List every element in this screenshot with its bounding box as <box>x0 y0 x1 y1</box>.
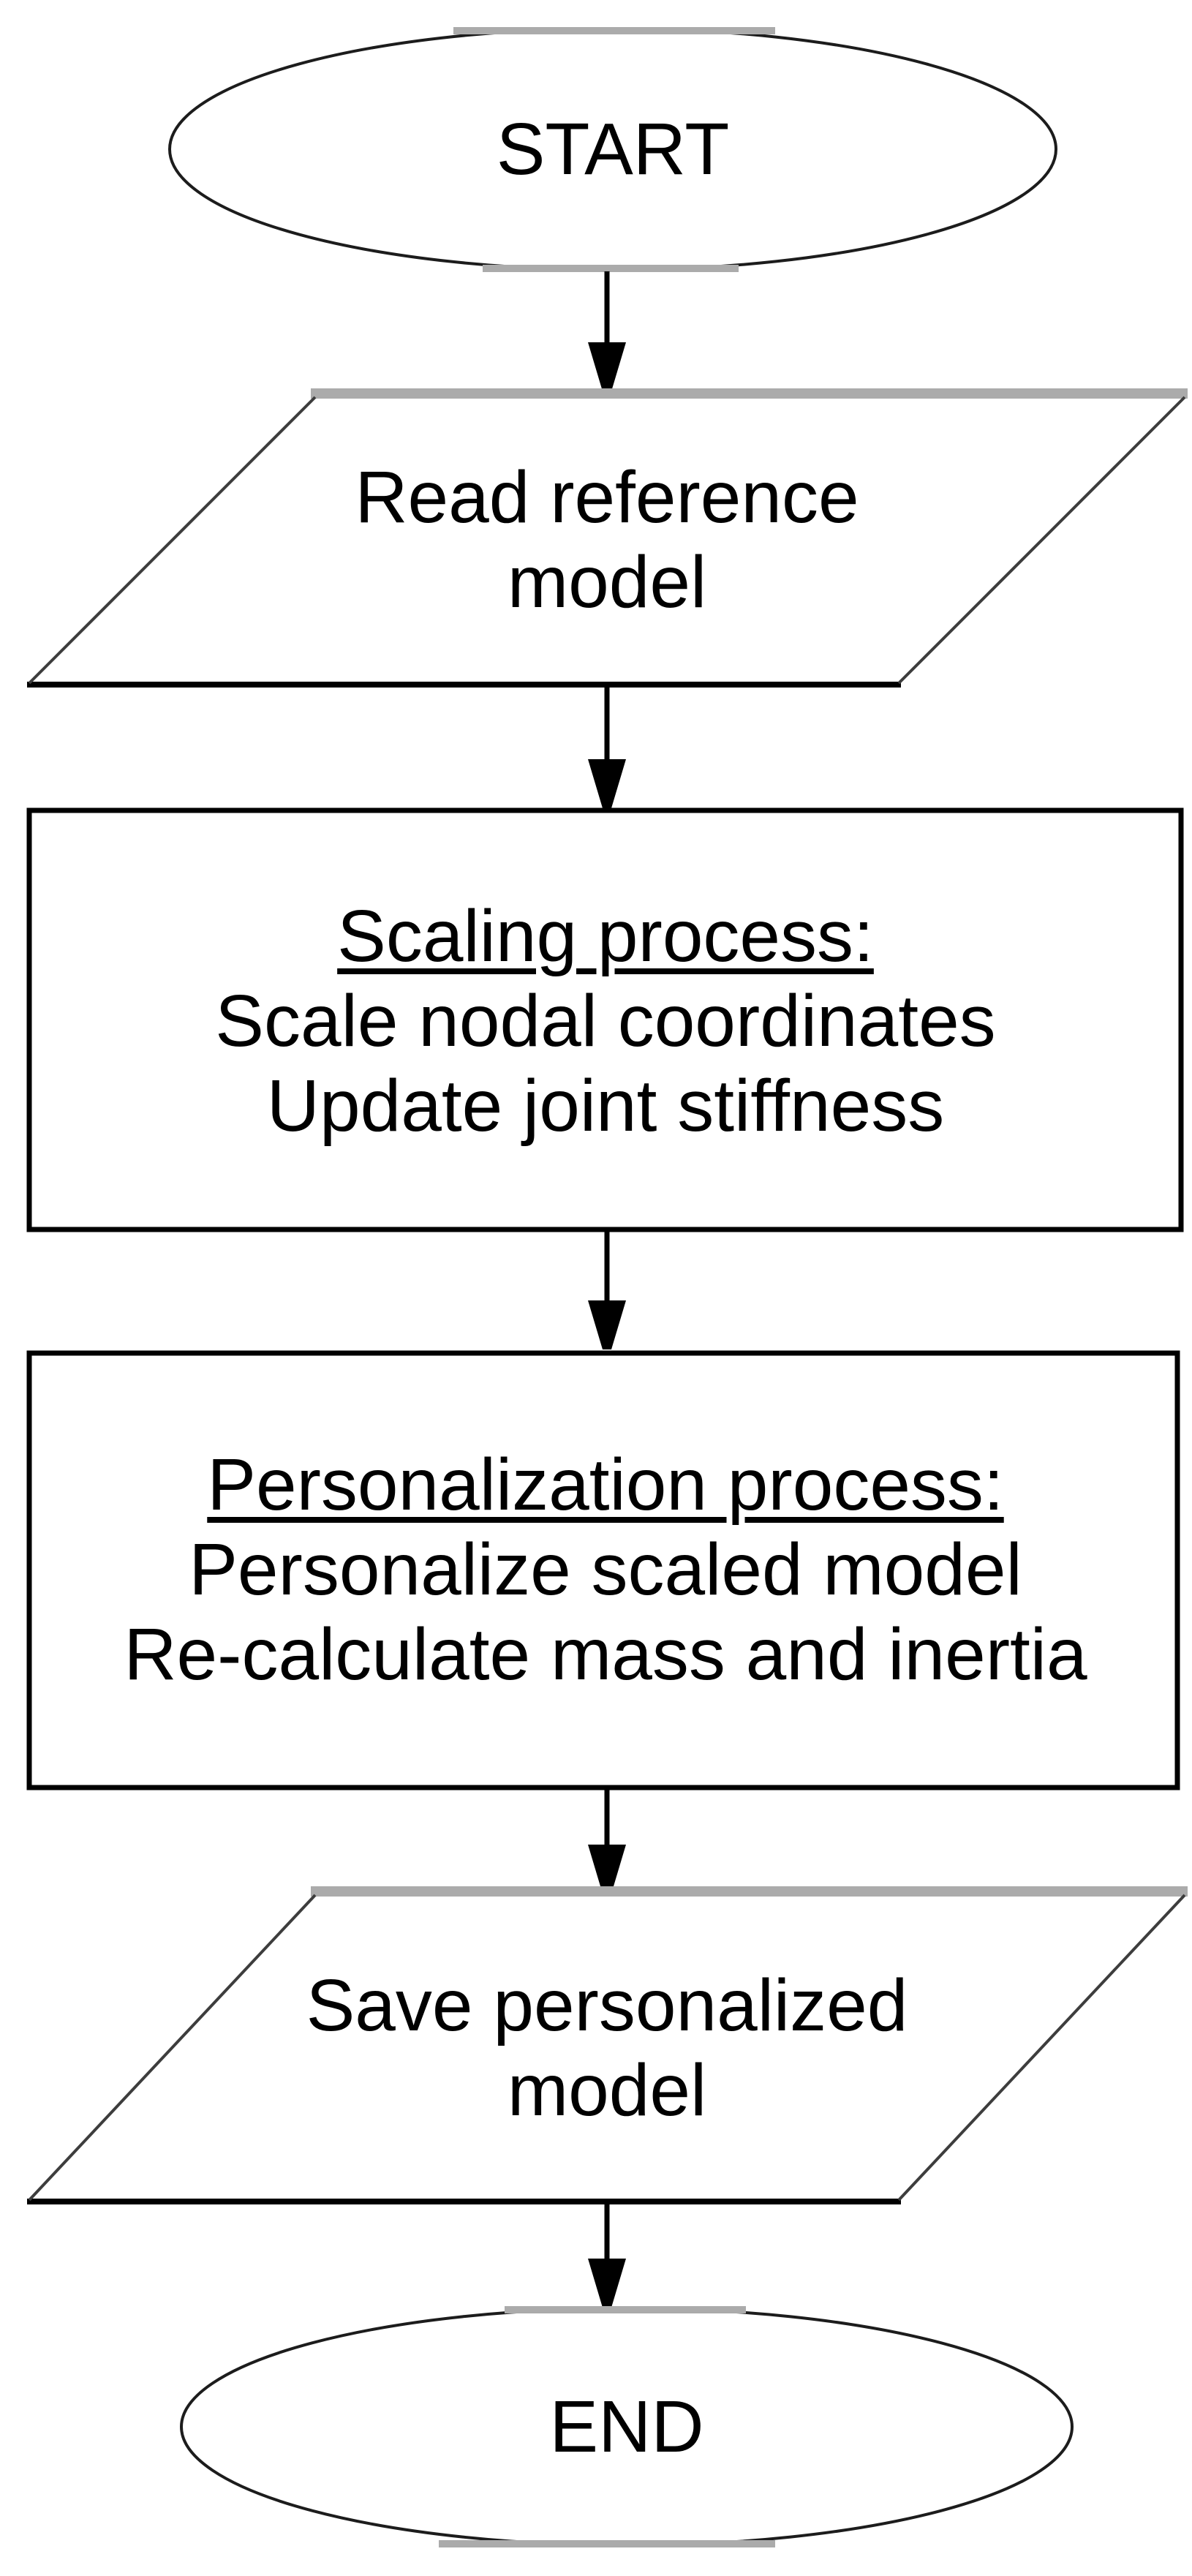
node-label-line: model <box>507 2049 707 2131</box>
end-terminator-shape <box>180 2306 1074 2547</box>
underlined-heading: Personalization process: <box>207 1444 1004 1526</box>
node-label-line: Update joint stiffness <box>266 1065 945 1147</box>
parallelogram-right-edge <box>897 396 1186 685</box>
node-heading-line: Scaling process: <box>20 894 1191 979</box>
arrow-start-to-read <box>588 271 626 391</box>
arrowhead-icon <box>588 342 626 391</box>
arrow-personalization-to-save <box>588 1789 626 1894</box>
io-read-reference-shape <box>27 388 1188 688</box>
arrow-save-to-end <box>588 2202 626 2308</box>
node-label-line: Read reference <box>355 456 859 538</box>
node-label-line: model <box>507 541 707 623</box>
node-label-line: Save personalized <box>306 1965 908 2046</box>
parallelogram-right-edge <box>897 1894 1186 2202</box>
parallelogram-left-edge <box>28 396 317 685</box>
personalization-process-label: Personalization process: Personalize sca… <box>20 1442 1191 1697</box>
save-model-label: Save personalized model <box>22 1963 1192 2133</box>
start-label: START <box>28 107 1192 192</box>
node-label-line: Re-calculate mass and inertia <box>124 1613 1087 1695</box>
arrow-read-to-scaling <box>588 686 626 808</box>
arrowhead-icon <box>588 2259 626 2308</box>
process-scaling-shape <box>26 807 1184 1232</box>
node-label-line: END <box>549 2386 704 2468</box>
node-label-line: START <box>496 108 730 190</box>
arrowhead-icon <box>588 759 626 808</box>
io-save-model-shape <box>27 1886 1188 2204</box>
underlined-heading: Scaling process: <box>337 895 874 977</box>
start-terminator-shape <box>168 27 1057 272</box>
node-heading-line: Personalization process: <box>20 1442 1191 1527</box>
read-reference-label: Read reference model <box>22 455 1192 625</box>
arrow-scaling-to-personalization <box>588 1232 626 1349</box>
arrowhead-icon <box>588 1300 626 1349</box>
node-label-line: Personalize scaled model <box>189 1529 1022 1611</box>
scaling-process-label: Scaling process: Scale nodal coordinates… <box>20 894 1191 1148</box>
node-label-line: Scale nodal coordinates <box>215 980 996 1062</box>
arrowhead-icon <box>588 1845 626 1894</box>
parallelogram-left-edge <box>28 1894 317 2202</box>
end-label: END <box>42 2384 1192 2469</box>
process-personalization-shape <box>26 1350 1180 1790</box>
